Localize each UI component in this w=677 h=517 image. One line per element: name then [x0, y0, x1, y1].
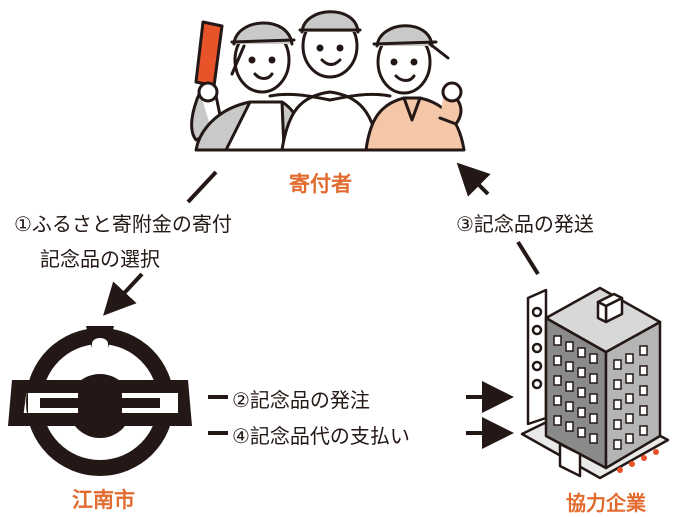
- arrow-step1-lower: [103, 272, 144, 316]
- step2-text: ②記念品の発注: [232, 388, 370, 412]
- arrow-step1-upper: [186, 170, 218, 204]
- step3-text: ③記念品の発送: [456, 212, 594, 236]
- city-label: 江南市: [72, 488, 135, 512]
- step1-text-line2: 記念品の選択: [40, 247, 160, 271]
- company-label: 協力企業: [566, 491, 646, 515]
- step1-text-line1: ①ふるさと寄附金の寄付: [14, 212, 232, 236]
- donor-label: 寄付者: [289, 172, 352, 196]
- arrow-step3-lower: [516, 240, 540, 276]
- step4-text: ④記念品代の支払い: [232, 424, 410, 448]
- arrow-step3-upper: [456, 162, 491, 197]
